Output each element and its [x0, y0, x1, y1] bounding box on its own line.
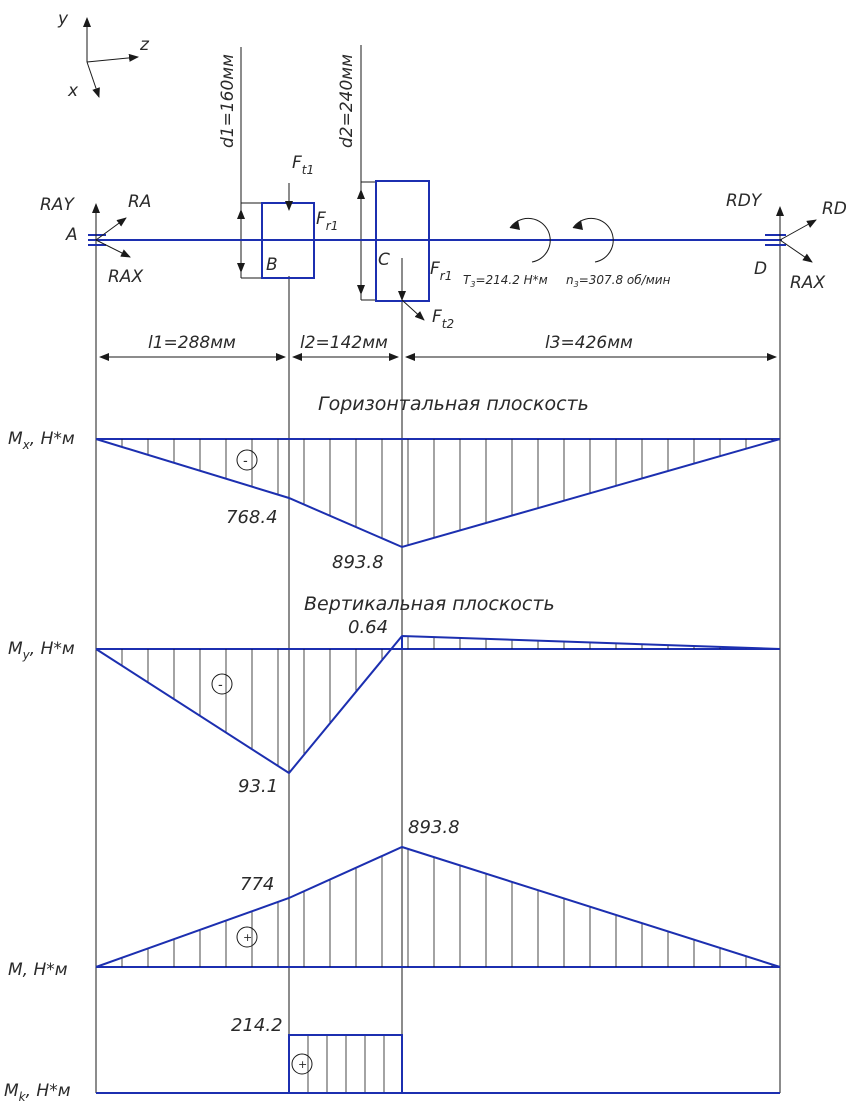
l3-label: l3=426мм: [545, 333, 633, 353]
my-diagram: Вертикальная плоскость 0.64 My, Н*м - 93…: [8, 593, 781, 797]
span-dimensions: l1=288мм l2=142мм l3=426мм: [99, 333, 777, 361]
mk-diagram: Mk, Н*м + 214.2: [4, 1015, 780, 1104]
my-axis-label: My, Н*м: [8, 639, 75, 662]
m-sign-circle: [236, 926, 258, 948]
rax-right-arrow: [779, 239, 813, 263]
reference-lines: [95, 45, 781, 1093]
y-axis-label: y: [57, 9, 69, 29]
rax-left-label: RAX: [108, 267, 143, 287]
m-axis-label: M, Н*м: [8, 960, 68, 980]
z-axis-label: z: [139, 35, 150, 55]
ft2-label: Ft2: [432, 307, 454, 331]
mx-axis-label: Mx, Н*м: [8, 429, 75, 452]
mk-value: 214.2: [231, 1015, 283, 1036]
fr1-top-label: Fr1: [316, 209, 338, 233]
l1-label: l1=288мм: [148, 333, 236, 353]
speed-curl-arrow: [572, 217, 614, 263]
rd-arrow: [779, 219, 817, 241]
d2-label: d2=240мм: [337, 54, 357, 148]
rd-label: RD: [822, 199, 847, 219]
point-d-label: D: [754, 259, 767, 279]
mk-sign: +: [298, 1058, 307, 1071]
point-a-label: A: [65, 225, 78, 245]
support-reactions: RAY RA A RAX RDY RD D RAX: [40, 191, 847, 293]
shaft-assembly: [88, 180, 786, 302]
mx-curve: [95, 438, 781, 549]
ra-label: RA: [128, 192, 151, 212]
coordinate-axes: y z x: [57, 9, 150, 101]
mk-sign-circle: [291, 1053, 313, 1075]
ray-label: RAY: [40, 195, 75, 215]
m-hatching: [121, 848, 773, 967]
mx-value-b: 768.4: [226, 507, 278, 528]
my-sign: -: [218, 678, 223, 693]
my-value-c: 0.64: [348, 617, 388, 638]
horizontal-plane-title: Горизонтальная плоскость: [318, 393, 589, 415]
mk-axis-label: Mk, Н*м: [4, 1081, 71, 1104]
mk-hatching: [307, 1035, 385, 1093]
mx-diagram: Горизонтальная плоскость Mx, Н*м - 768.4…: [8, 393, 781, 573]
speed-n3-label: n3=307.8 об/мин: [566, 273, 671, 289]
l2-label: l2=142мм: [300, 333, 388, 353]
my-value-b: 93.1: [238, 776, 278, 797]
gear-forces: Ft1 Fr1 Fr1 Ft2: [285, 153, 454, 331]
diameter-dimensions: d1=160мм d2=240мм: [218, 54, 376, 301]
m-curve: [95, 845, 781, 968]
rax-right-label: RAX: [790, 273, 825, 293]
m-value-c: 893.8: [408, 817, 460, 838]
m-sign: +: [243, 931, 252, 944]
fr1-bottom-label: Fr1: [430, 259, 452, 283]
m-value-b: 774: [240, 874, 274, 895]
my-sign-circle: [211, 673, 233, 695]
m-total-diagram: M, Н*м + 774 893.8: [8, 817, 781, 980]
point-c-label: C: [378, 250, 390, 270]
ft2-arrow: [401, 299, 425, 321]
x-axis-label: x: [67, 81, 79, 101]
torque-t3-label: T3=214.2 Н*м: [463, 273, 548, 289]
point-b-label: B: [266, 255, 278, 275]
mx-sign-circle: [236, 449, 258, 471]
torque-curl-arrow: [509, 217, 551, 263]
mx-value-c: 893.8: [332, 552, 384, 573]
d1-label: d1=160мм: [218, 54, 238, 148]
my-hatching: [121, 636, 773, 766]
mk-block: [288, 1034, 403, 1094]
rdy-label: RDY: [726, 191, 763, 211]
ft1-label: Ft1: [292, 153, 314, 177]
my-curve: [95, 634, 781, 775]
ra-arrow: [95, 217, 127, 241]
mx-sign: -: [243, 454, 248, 469]
mx-hatching: [121, 439, 773, 546]
rax-left-arrow: [95, 239, 131, 258]
torque-annotations: T3=214.2 Н*м n3=307.8 об/мин: [463, 217, 671, 289]
vertical-plane-title: Вертикальная плоскость: [304, 593, 555, 615]
x-axis-arrow: [86, 61, 100, 98]
z-axis-arrow: [86, 53, 139, 63]
